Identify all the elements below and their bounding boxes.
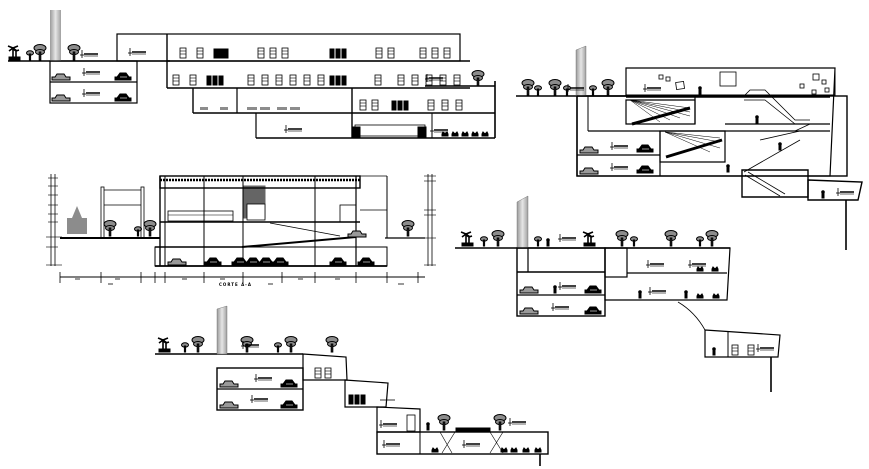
section-3-longitudinal (46, 174, 436, 285)
pylon-tower (216, 305, 228, 355)
section-caption: CORTE A-A (219, 282, 252, 287)
section-1-top-left (7, 10, 496, 139)
pylon-tower (516, 195, 529, 249)
section-2-top-right (516, 45, 863, 250)
section-5-bottom-terraced (155, 305, 549, 466)
pylon-tower (50, 10, 61, 61)
section-4-middle-right (455, 195, 781, 392)
